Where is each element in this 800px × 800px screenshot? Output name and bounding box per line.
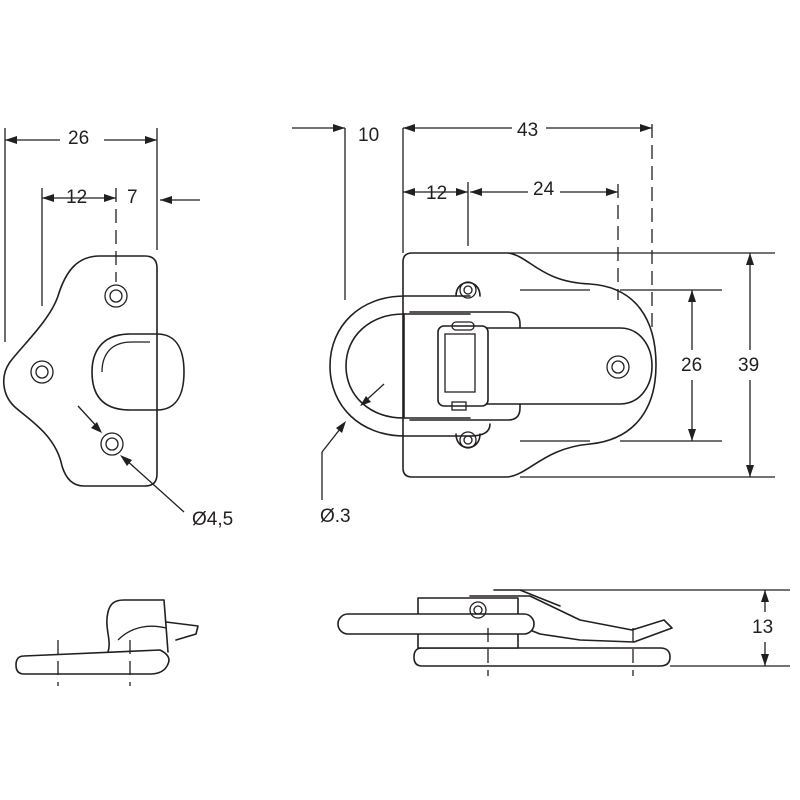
dim-label-overall-length: 43 (517, 120, 538, 141)
strike-plate-side-view (15, 599, 199, 686)
dim-arrow (606, 188, 618, 196)
dim-label-hole-spacing: 24 (533, 179, 555, 200)
latch-hole-top (459, 281, 477, 299)
strike-hook (91, 333, 185, 411)
dim-arrow (470, 188, 482, 196)
dim-arrow (336, 421, 346, 433)
dim-arrow (333, 124, 345, 132)
strike-hole-left-inner (35, 365, 49, 379)
dim-arrow (145, 136, 157, 144)
dim-label-hole-to-edge: 12 (426, 183, 447, 204)
latch-side-wire (337, 613, 535, 635)
dim-arrow (761, 654, 769, 666)
leader-hole-diameter (123, 457, 185, 513)
dim-arrow (42, 194, 54, 202)
strike-side-curl (117, 625, 167, 641)
latch-hole-top-inner (463, 285, 473, 295)
dimension-labels: 26 12 7 Ø4,5 10 43 12 24 26 39 Ø.3 13 (66, 120, 773, 638)
dim-arrow (403, 124, 415, 132)
dim-arrow (5, 136, 17, 144)
dim-arrow (640, 124, 652, 132)
strike-plate-top-view (3, 255, 185, 487)
latch-hole-bottom (459, 431, 477, 449)
hinge-block-inner (444, 333, 476, 393)
latch-side-pivot-inner (473, 605, 483, 615)
dim-arrow (160, 196, 172, 204)
dim-arrow (91, 422, 102, 433)
dim-arrow (688, 429, 696, 441)
dim-arrow (746, 465, 754, 477)
dim-arrow (104, 194, 116, 202)
dim-arrow (403, 188, 415, 196)
strike-plate-outline (3, 255, 158, 487)
dim-label-latch-width: 26 (681, 355, 702, 376)
strike-hole-left (30, 360, 54, 384)
wire-loop-outer (329, 295, 491, 437)
dim-label-flange: 7 (127, 187, 138, 208)
strike-side-base (15, 649, 170, 675)
strike-side-hook (106, 599, 169, 653)
strike-hook-inner (101, 341, 150, 373)
dim-arrow (360, 396, 371, 406)
dim-arrow (761, 590, 769, 602)
dim-label-hole-diameter: Ø4,5 (192, 509, 233, 530)
latch-lever-arm (485, 327, 653, 405)
strike-hole-bottom (100, 432, 124, 456)
dim-arrow (688, 290, 696, 302)
latch-lever-rivet-inner (611, 360, 625, 374)
dim-label-hole-offset: 12 (66, 187, 87, 208)
dim-label-loop-offset: 10 (358, 125, 379, 146)
latch-base-plate (402, 252, 657, 478)
dim-label-overall-width: 39 (738, 355, 759, 376)
dim-label-base-width: 26 (68, 128, 89, 149)
latch-top-view (329, 252, 657, 478)
dim-arrow (746, 253, 754, 265)
wire-loop-inner (345, 313, 471, 419)
latch-side-pivot (469, 601, 487, 619)
strike-hole-top (104, 284, 128, 308)
hinge-pin-bottom (451, 401, 467, 411)
hinge-pin-top (451, 321, 475, 331)
latch-side-view (337, 589, 673, 676)
strike-hole-bottom-inner (105, 437, 119, 451)
latch-lever-rivet (606, 355, 630, 379)
strike-hole-top-inner (109, 289, 123, 303)
dimension-lines (4, 124, 790, 667)
dim-label-side-height: 13 (752, 617, 773, 638)
strike-side-tongue (165, 621, 199, 641)
latch-side-base (413, 647, 671, 667)
latch-side-lever (469, 595, 673, 643)
latch-hole-bottom-inner (463, 435, 473, 445)
dim-arrow (120, 455, 132, 466)
dim-arrow (456, 188, 468, 196)
dim-label-wire-diameter: Ø.3 (320, 506, 351, 527)
